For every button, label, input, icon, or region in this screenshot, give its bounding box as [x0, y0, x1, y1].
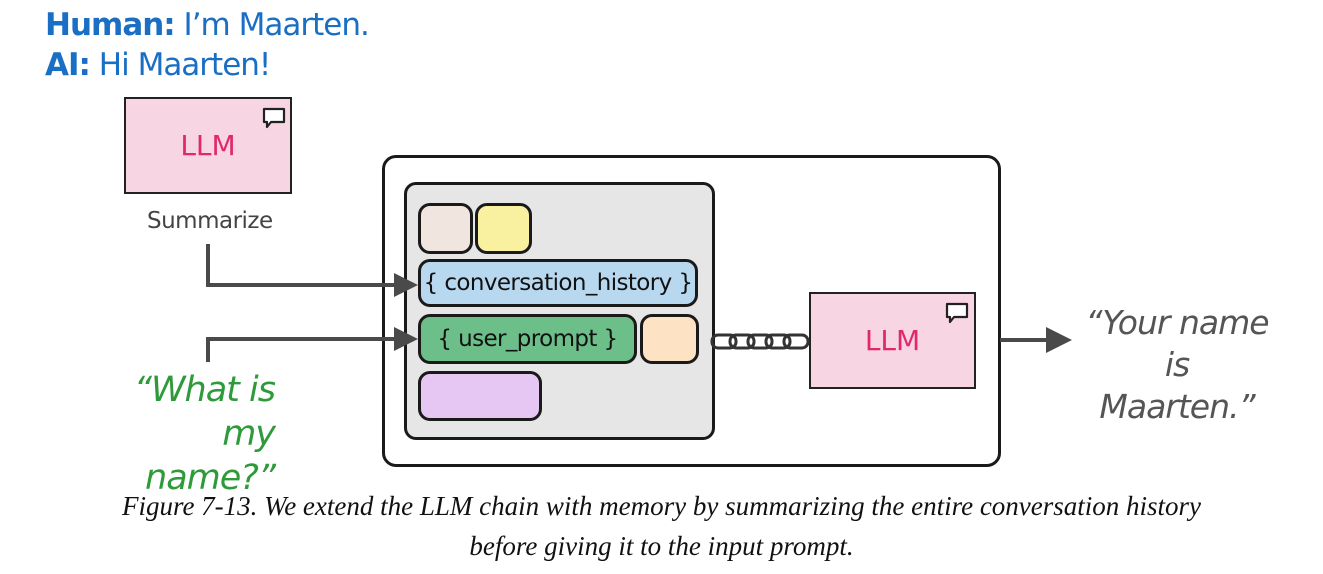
summarize-llm-box: LLM — [124, 97, 292, 194]
answer-line-1: “Your name is — [1085, 303, 1269, 384]
template-slot-yellow — [475, 203, 532, 254]
template-slot-beige — [418, 203, 473, 254]
ai-line: AI: Hi Maarten! — [45, 46, 272, 84]
question-arrow — [206, 337, 396, 362]
llm-answer: “Your name is Maarten.” — [1072, 302, 1282, 428]
summary-arrowhead — [394, 273, 418, 297]
summarize-label: Summarize — [147, 208, 273, 234]
chain-llm-label: LLM — [864, 324, 921, 357]
ai-speaker: AI: — [45, 47, 91, 83]
chat-bubble-icon — [945, 302, 969, 324]
human-text: I’m Maarten. — [174, 7, 370, 43]
summary-arrow — [206, 244, 396, 287]
conversation-history-slot: { conversation_history } — [418, 259, 698, 307]
caption-line-1: Figure 7-13. We extend the LLM chain wit… — [121, 491, 1202, 521]
user-prompt-slot: { user_prompt } — [418, 314, 637, 364]
question-line-1: “What is — [133, 370, 276, 410]
summarize-llm-label: LLM — [180, 129, 236, 162]
template-slot-peach — [640, 314, 699, 364]
human-speaker: Human: — [45, 7, 176, 43]
human-line: Human: I’m Maarten. — [45, 6, 370, 44]
chat-bubble-icon — [262, 107, 286, 129]
ai-text: Hi Maarten! — [89, 47, 272, 83]
chain-llm-box: LLM — [809, 292, 976, 389]
template-slot-lavender — [418, 371, 542, 421]
question-line-2: my name?” — [145, 414, 276, 498]
output-arrowhead — [1046, 327, 1072, 353]
caption-line-2: before giving it to the input prompt. — [469, 531, 854, 561]
figure-caption: Figure 7-13. We extend the LLM chain wit… — [0, 486, 1323, 566]
chain-link-icon — [710, 333, 810, 350]
user-question: “What is my name?” — [100, 368, 276, 500]
question-arrowhead — [394, 327, 418, 351]
answer-line-2: Maarten.” — [1099, 387, 1255, 426]
